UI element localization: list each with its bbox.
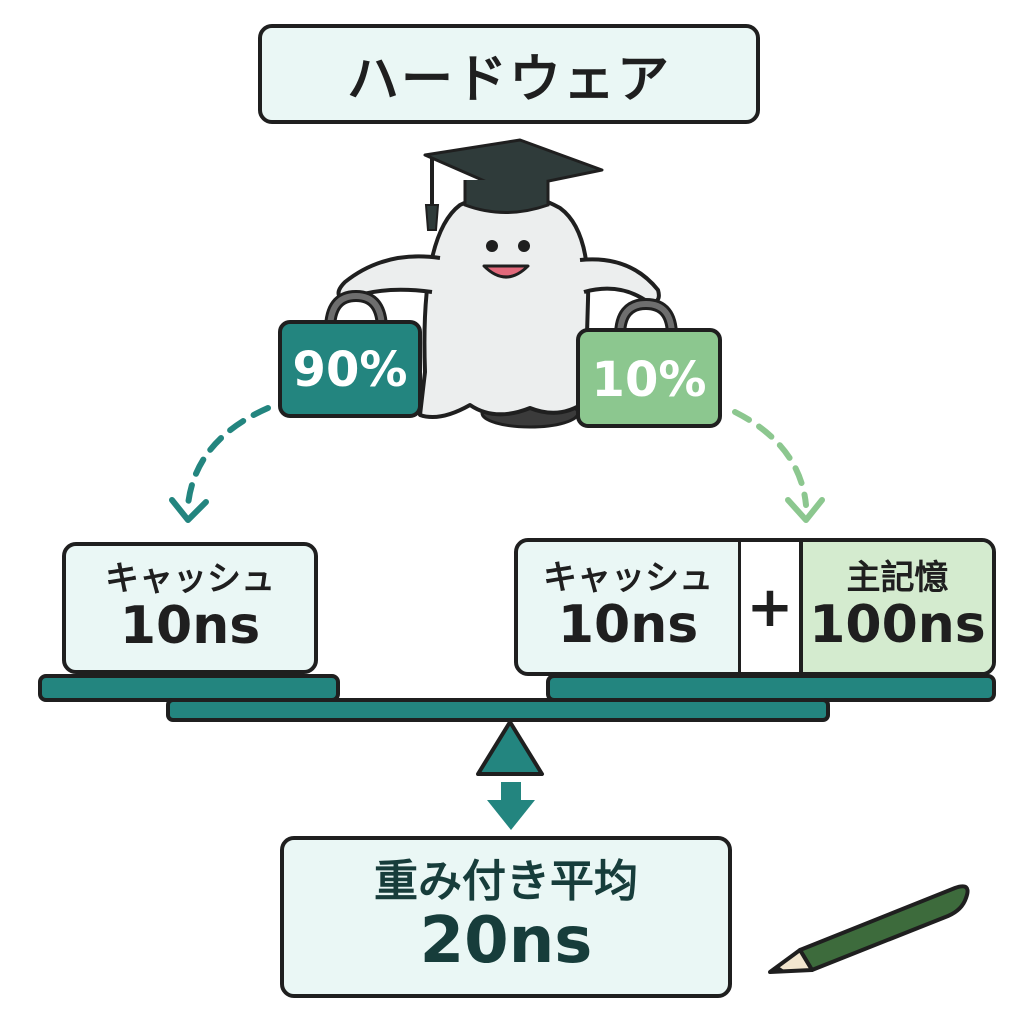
weight-hit-label: 90% <box>293 342 408 398</box>
plus-operator: + <box>738 542 799 672</box>
right-cache-value: 10ns <box>557 595 699 656</box>
weight-miss-label: 10% <box>592 352 707 408</box>
pencil-icon <box>768 884 970 974</box>
hit-arrow <box>169 405 271 523</box>
left-eye-icon <box>486 240 498 252</box>
left-pan-box: キャッシュ 10ns <box>62 542 318 674</box>
memory-value: 100ns <box>809 595 986 656</box>
weight-miss: 10% <box>576 297 722 428</box>
miss-arrow <box>732 409 825 523</box>
mascot <box>336 138 661 429</box>
title-box: ハードウェア <box>258 24 760 124</box>
seesaw <box>38 674 996 776</box>
left-cache-value: 10ns <box>119 596 261 657</box>
weight-hit: 90% <box>278 289 422 418</box>
result-value: 20ns <box>419 904 593 978</box>
memory-cell: 主記憶 100ns <box>799 542 992 672</box>
result-box: 重み付き平均 20ns <box>280 836 732 998</box>
left-cache-label: キャッシュ <box>105 558 275 599</box>
fulcrum <box>476 720 544 776</box>
memory-label: 主記憶 <box>846 557 949 598</box>
result-label: 重み付き平均 <box>374 855 638 907</box>
down-arrow-icon <box>487 782 535 830</box>
right-pan-box: キャッシュ 10ns + 主記憶 100ns <box>514 538 996 676</box>
right-cache-label: キャッシュ <box>543 557 713 598</box>
right-eye-icon <box>518 240 530 252</box>
title-text: ハードウェア <box>346 49 671 110</box>
right-cache-cell: キャッシュ 10ns <box>518 542 738 672</box>
graduation-cap-icon <box>423 138 604 231</box>
